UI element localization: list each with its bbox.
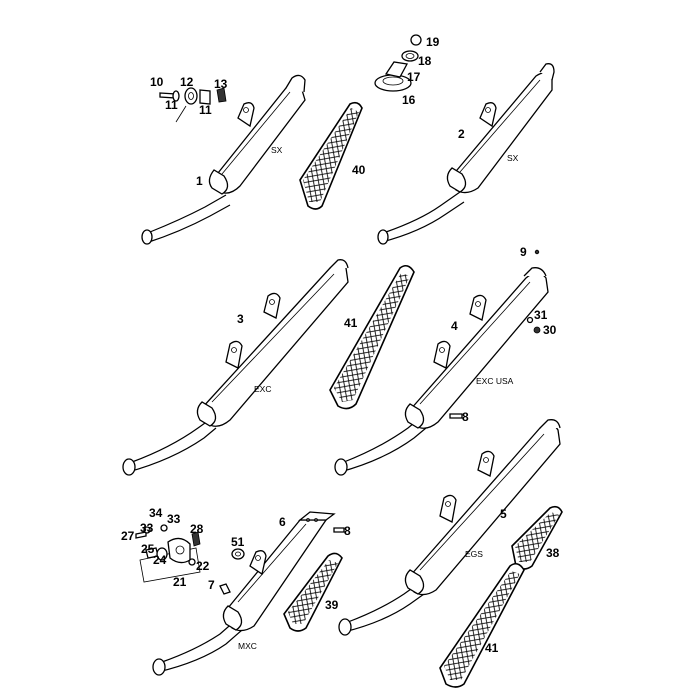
label-5: 5 bbox=[500, 507, 507, 521]
label-17: 17 bbox=[407, 70, 421, 84]
label-21: 21 bbox=[173, 575, 187, 589]
label-19: 19 bbox=[426, 35, 440, 49]
part-number-labels: 1 2 3 4 5 6 7 8 8 9 10 11 11 12 13 16 17… bbox=[121, 35, 560, 655]
label-27: 27 bbox=[121, 529, 135, 543]
label-16: 16 bbox=[402, 93, 416, 107]
variant-label-exc-usa: EXC USA bbox=[476, 376, 514, 386]
variant-label-egs: EGS bbox=[465, 549, 483, 559]
label-18: 18 bbox=[418, 54, 432, 68]
label-11a: 11 bbox=[165, 98, 178, 112]
variant-labels: SX SX EXC EXC USA EGS MXC bbox=[238, 145, 519, 651]
variant-label-sx-1: SX bbox=[271, 145, 283, 155]
silencer-2 bbox=[377, 63, 555, 245]
bracket-assembly-21 bbox=[135, 524, 201, 583]
label-22: 22 bbox=[196, 559, 210, 573]
label-3: 3 bbox=[237, 312, 244, 326]
label-38: 38 bbox=[546, 546, 560, 560]
mounting-hardware-10-13 bbox=[159, 87, 227, 123]
label-24: 24 bbox=[153, 553, 167, 567]
label-41a: 41 bbox=[344, 316, 358, 330]
label-13: 13 bbox=[214, 77, 228, 91]
label-25: 25 bbox=[141, 542, 155, 556]
variant-label-sx-2: SX bbox=[507, 153, 519, 163]
label-31: 31 bbox=[534, 308, 548, 322]
label-40: 40 bbox=[352, 163, 366, 177]
label-9: 9 bbox=[520, 245, 527, 259]
label-39: 39 bbox=[325, 598, 339, 612]
silencer-6 bbox=[152, 511, 345, 676]
label-51: 51 bbox=[231, 535, 245, 549]
packing-41-middle bbox=[329, 264, 415, 410]
silencer-4 bbox=[334, 249, 549, 476]
label-7: 7 bbox=[208, 578, 215, 592]
label-12: 12 bbox=[180, 75, 194, 89]
label-33a: 33 bbox=[140, 521, 154, 535]
label-10: 10 bbox=[150, 75, 164, 89]
packing-40 bbox=[299, 101, 363, 210]
packing-41-bottom bbox=[439, 562, 525, 688]
label-8b: 8 bbox=[344, 524, 351, 538]
variant-label-mxc: MXC bbox=[238, 641, 257, 651]
packing-39 bbox=[283, 552, 343, 632]
end-cap-parts-16-19 bbox=[374, 34, 422, 92]
silencer-5 bbox=[338, 419, 561, 636]
silencer-1 bbox=[141, 74, 306, 245]
label-41b: 41 bbox=[485, 641, 499, 655]
variant-label-exc: EXC bbox=[254, 384, 271, 394]
label-8a: 8 bbox=[462, 410, 469, 424]
label-1: 1 bbox=[196, 174, 203, 188]
label-4: 4 bbox=[451, 319, 458, 333]
label-30: 30 bbox=[543, 323, 557, 337]
label-34: 34 bbox=[149, 506, 163, 520]
label-11b: 11 bbox=[199, 103, 212, 117]
silencer-3 bbox=[122, 259, 349, 476]
label-33b: 33 bbox=[167, 512, 181, 526]
label-6: 6 bbox=[279, 515, 286, 529]
label-2: 2 bbox=[458, 127, 465, 141]
label-28: 28 bbox=[190, 522, 204, 536]
